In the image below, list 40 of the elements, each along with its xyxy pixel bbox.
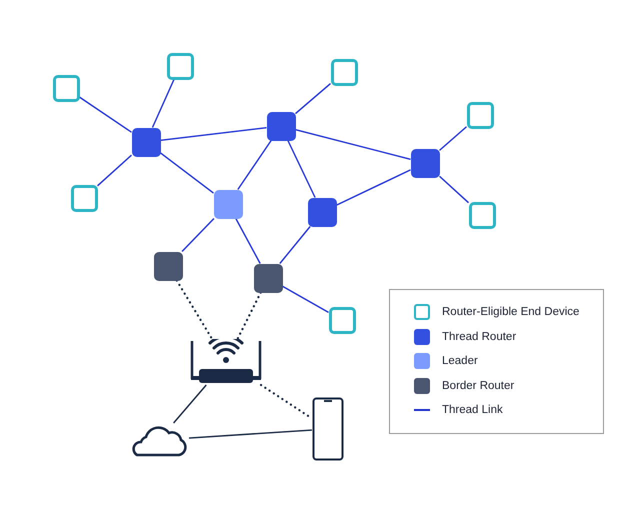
link-line	[182, 218, 214, 252]
border-router-square	[154, 252, 182, 280]
link-line	[160, 127, 267, 141]
end-device-square	[52, 74, 80, 102]
link-line	[336, 169, 411, 206]
end-device-square	[330, 58, 358, 86]
router-square	[266, 112, 296, 140]
link-line	[282, 286, 329, 313]
link-line	[237, 140, 272, 190]
border-router-square	[254, 264, 282, 292]
end-device-square	[70, 184, 98, 212]
router-square	[410, 148, 440, 178]
link-line	[152, 79, 175, 128]
link-line	[79, 96, 132, 133]
end-device-square	[166, 52, 194, 80]
legend-text: Thread Router	[442, 330, 516, 343]
link-line	[439, 176, 469, 204]
phone-icon	[312, 397, 344, 461]
dotted-link-line	[236, 291, 262, 340]
legend-text: Leader	[442, 355, 478, 368]
link-line	[235, 218, 261, 264]
legend-text: Border Router	[442, 380, 514, 392]
link-line	[279, 226, 311, 264]
dotted-link-line	[176, 279, 214, 340]
router-square	[308, 198, 336, 226]
legend-text: Router-Eligible End Device	[442, 306, 580, 318]
link-line	[287, 140, 316, 198]
leader-square	[214, 190, 242, 218]
link-line	[97, 154, 132, 186]
link-line	[439, 126, 467, 151]
link-line	[188, 429, 312, 439]
link-line	[295, 83, 331, 114]
end-device-square	[328, 306, 356, 334]
end-device-square	[468, 202, 496, 228]
link-line	[173, 384, 207, 424]
router-square	[132, 128, 160, 156]
link-line	[160, 152, 214, 194]
legend-text: Thread Link	[442, 404, 503, 416]
link-line	[295, 129, 411, 160]
end-device-square	[466, 102, 494, 128]
